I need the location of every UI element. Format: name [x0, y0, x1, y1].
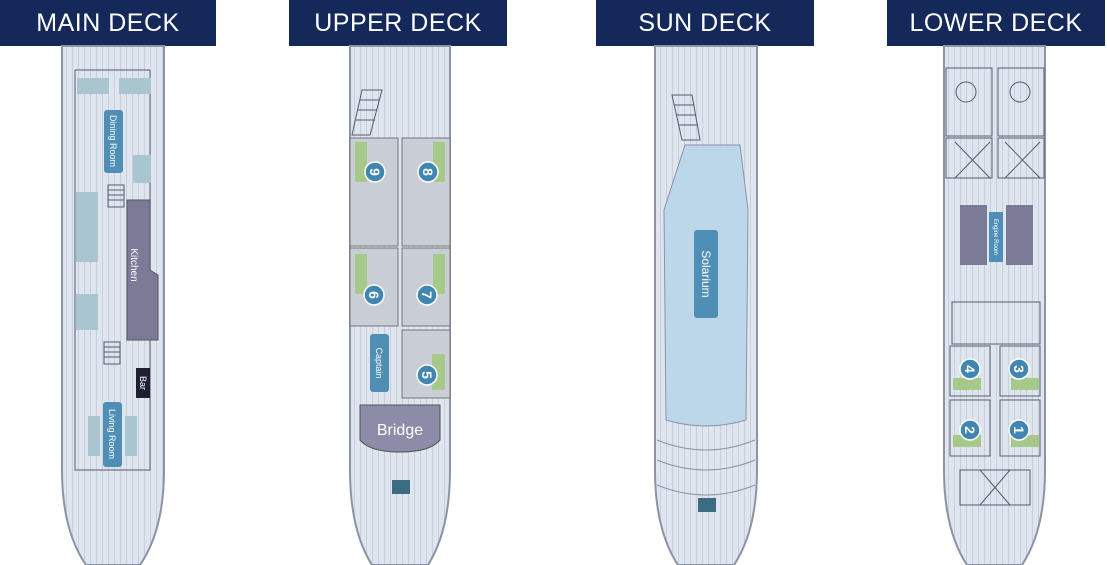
cabin-9-badge	[364, 161, 386, 183]
main-deck-plan: Dining Room Kitchen Bar Living Room	[61, 45, 165, 565]
cabin-6-badge	[363, 284, 385, 306]
dining-room	[104, 110, 123, 173]
cabin-2-badge	[959, 419, 981, 441]
main-stairs-icon	[103, 184, 125, 365]
solarium-label: Solarium	[699, 250, 713, 297]
kitchen-label: Kitchen	[128, 248, 139, 281]
svg-text:5: 5	[419, 371, 435, 379]
living-room	[103, 402, 122, 467]
svg-text:2: 2	[962, 426, 978, 434]
cabin-7-badge	[416, 284, 438, 306]
sun-deck-plan: Solarium	[654, 45, 758, 565]
engine-left	[960, 205, 987, 265]
svg-text:8: 8	[420, 168, 436, 176]
cabin-3-badge	[1008, 358, 1030, 380]
sun-deck-header: SUN DECK	[596, 0, 814, 46]
lower-deck-plan: Engine Room 4 3 2 1	[943, 45, 1046, 565]
lower-cabin-badges: 4 3 2 1	[959, 358, 1030, 441]
bar	[136, 368, 150, 398]
living-room-label: Living Room	[107, 409, 117, 459]
svg-text:3: 3	[1011, 365, 1027, 373]
svg-text:4: 4	[962, 365, 978, 373]
svg-text:9: 9	[367, 168, 383, 176]
main-deck-header: MAIN DECK	[0, 0, 216, 46]
engine-right	[1006, 205, 1033, 265]
bar-label: Bar	[138, 376, 148, 390]
cabin-5-badge	[416, 364, 438, 386]
captain-label: Captain	[374, 347, 384, 378]
upper-stairs-icon	[351, 89, 383, 136]
cabin-number-badges: 9 8 6 7 5	[363, 161, 439, 386]
svg-text:6: 6	[366, 291, 382, 299]
svg-text:7: 7	[419, 291, 435, 299]
lower-deck-header: LOWER DECK	[887, 0, 1105, 46]
dining-room-label: Dining Room	[108, 115, 118, 167]
upper-deck-plan: Captain Bridge 9 8 6 7 5	[349, 45, 451, 565]
bridge-label: Bridge	[377, 422, 423, 439]
cabin-1-badge	[1008, 419, 1030, 441]
kitchen	[126, 199, 159, 341]
sun-stairs-icon	[671, 94, 701, 141]
engine-room-label: Engine Room	[992, 219, 998, 255]
bridge	[359, 404, 441, 453]
cabin-4-badge	[959, 358, 981, 380]
upper-deck-header: UPPER DECK	[289, 0, 507, 46]
svg-text:1: 1	[1011, 426, 1027, 434]
captain-cabin	[370, 334, 389, 392]
cabin-8-badge	[417, 161, 439, 183]
